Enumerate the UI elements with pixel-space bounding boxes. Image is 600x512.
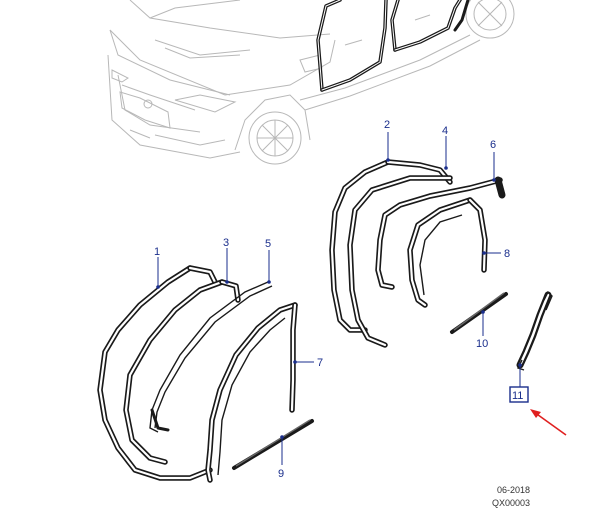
callout-10[interactable]: 10: [476, 310, 488, 350]
callout-5[interactable]: 5: [265, 238, 271, 284]
vehicle-door-seals: [316, 0, 470, 92]
part-4-rear-door-seal: [347, 175, 453, 348]
footer-code: QX00003: [492, 498, 530, 508]
part-11-rear-quarter-seal: [516, 290, 553, 371]
callout-8[interactable]: 8: [482, 248, 510, 260]
callout-6-label: 6: [490, 139, 496, 151]
callout-2-label: 2: [384, 119, 390, 131]
callout-10-label: 10: [476, 338, 488, 350]
callout-1[interactable]: 1: [154, 246, 160, 289]
part-7-front-door-glass-run: [205, 302, 298, 483]
part-10-rear-belt-weatherstrip: [450, 292, 508, 334]
callout-11-label: 11: [512, 390, 523, 402]
callout-9-label: 9: [278, 468, 284, 480]
callout-11[interactable]: 11: [509, 363, 529, 403]
callout-4-label: 4: [442, 125, 448, 137]
callout-1-label: 1: [154, 246, 160, 258]
callout-9[interactable]: 9: [278, 435, 284, 480]
callout-2[interactable]: 2: [384, 119, 390, 162]
callout-6[interactable]: 6: [490, 139, 496, 182]
footer-date: 06-2018: [497, 485, 530, 495]
part-1-front-door-opening-seal: [97, 265, 218, 481]
callout-7[interactable]: 7: [293, 357, 323, 369]
part-8-rear-door-glass-run: [407, 197, 488, 308]
part-6-rear-door-channel: [375, 176, 506, 290]
part-9-front-belt-weatherstrip: [232, 419, 314, 470]
part-5-front-door-channel: [149, 281, 273, 433]
callout-8-label: 8: [504, 248, 510, 260]
vehicle-outline: [107, 0, 515, 165]
callout-7-label: 7: [317, 357, 323, 369]
callout-3-label: 3: [223, 237, 229, 249]
callout-5-label: 5: [265, 238, 271, 250]
callout-4[interactable]: 4: [442, 125, 448, 170]
red-arrow-icon: [530, 409, 567, 436]
callout-11-highlight-box: [509, 386, 529, 403]
callout-3[interactable]: 3: [223, 237, 229, 284]
